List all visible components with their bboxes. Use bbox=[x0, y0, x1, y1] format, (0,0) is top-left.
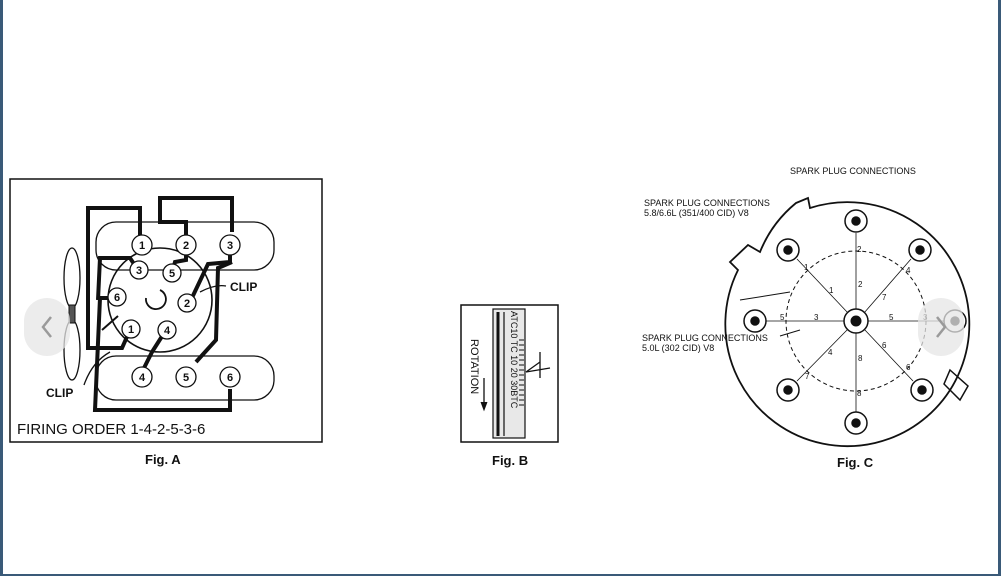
bottom-cylinder-labels: 4 5 6 bbox=[131, 366, 241, 388]
label-58-sub: 5.8/6.6L (351/400 CID) V8 bbox=[644, 208, 749, 218]
terminal-4-label: 4 bbox=[164, 325, 171, 337]
fig-c-title: SPARK PLUG CONNECTIONS bbox=[790, 166, 916, 176]
fig-a-border bbox=[9, 178, 323, 443]
cylinder-4-label: 4 bbox=[139, 372, 146, 384]
svg-text:6: 6 bbox=[906, 363, 911, 372]
svg-text:6: 6 bbox=[882, 341, 887, 350]
fig-b-caption: Fig. B bbox=[492, 453, 529, 468]
intake-manifold-outline bbox=[724, 196, 971, 448]
cylinder-6-label: 6 bbox=[227, 372, 233, 384]
firing-order-label: FIRING ORDER 1-4-2-5-3-6 bbox=[17, 421, 205, 438]
previous-button[interactable] bbox=[24, 298, 70, 356]
terminal-6-label: 6 bbox=[114, 292, 120, 304]
terminal-1-label: 1 bbox=[128, 324, 134, 336]
fig-b-border bbox=[460, 304, 559, 443]
svg-text:8: 8 bbox=[858, 354, 863, 363]
svg-text:5: 5 bbox=[780, 313, 785, 322]
inner-firing-numbers: 1 2 3 4 5 6 7 8 bbox=[814, 280, 894, 363]
plug-wires bbox=[86, 196, 234, 412]
clip-pointer-top bbox=[199, 284, 227, 293]
svg-text:4: 4 bbox=[906, 266, 911, 275]
cylinder-3-label: 3 bbox=[227, 240, 233, 252]
top-cylinder-labels: 1 2 3 bbox=[131, 234, 241, 256]
clip-pointer-bottom bbox=[83, 351, 111, 386]
fig-a-caption: Fig. A bbox=[145, 452, 181, 467]
label-58-title: SPARK PLUG CONNECTIONS bbox=[644, 198, 770, 208]
fig-c bbox=[724, 196, 971, 448]
svg-text:3: 3 bbox=[814, 313, 819, 322]
svg-text:1: 1 bbox=[804, 263, 809, 272]
svg-text:1: 1 bbox=[829, 286, 834, 295]
svg-text:7: 7 bbox=[882, 293, 887, 302]
scale-ticks bbox=[519, 339, 524, 406]
timing-scale-label: ATC10 TC 10 20 30BTC bbox=[509, 311, 519, 409]
svg-text:2: 2 bbox=[857, 245, 862, 254]
fig-a-labels: 1 2 3 4 5 6 3 5 2 4 1 6 CLIP CLIP bbox=[17, 234, 257, 438]
terminal-3-label: 3 bbox=[136, 265, 142, 277]
svg-text:5: 5 bbox=[889, 313, 894, 322]
chevron-left-icon bbox=[41, 316, 52, 338]
fig-c-labels: SPARK PLUG CONNECTIONS SPARK PLUG CONNEC… bbox=[642, 166, 928, 398]
cylinder-1-label: 1 bbox=[139, 240, 145, 252]
svg-text:2: 2 bbox=[858, 280, 863, 289]
svg-text:7: 7 bbox=[805, 372, 810, 381]
terminal-5-label: 5 bbox=[169, 268, 175, 280]
fig-b bbox=[460, 304, 559, 443]
rotation-arrow bbox=[145, 289, 167, 310]
clip-c bbox=[943, 368, 969, 402]
cylinder-2-label: 2 bbox=[183, 240, 189, 252]
rotation-label: ROTATION bbox=[468, 339, 480, 394]
terminal-2-label: 2 bbox=[184, 298, 190, 310]
next-button[interactable] bbox=[918, 298, 964, 356]
timing-pointer bbox=[525, 352, 551, 378]
fig-b-labels: ROTATION ATC10 TC 10 20 30BTC bbox=[468, 311, 519, 409]
clip-label-bottom: CLIP bbox=[46, 386, 73, 400]
label-50-sub: 5.0L (302 CID) V8 bbox=[642, 343, 714, 353]
svg-text:4: 4 bbox=[828, 348, 833, 357]
svg-text:8: 8 bbox=[857, 389, 862, 398]
clip-label-top: CLIP bbox=[230, 280, 257, 294]
distributor-terminal-labels: 3 5 2 4 1 6 bbox=[107, 260, 197, 340]
label-50-title: SPARK PLUG CONNECTIONS bbox=[642, 333, 768, 343]
fan-blade-top bbox=[63, 247, 81, 309]
fig-c-caption: Fig. C bbox=[837, 455, 874, 470]
chevron-right-icon bbox=[936, 316, 947, 338]
cylinder-5-label: 5 bbox=[183, 372, 189, 384]
